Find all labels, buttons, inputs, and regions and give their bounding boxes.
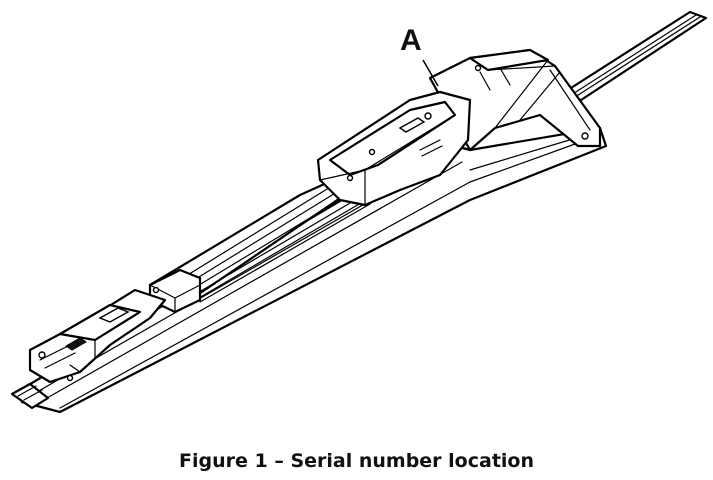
rear-rail-extension <box>558 10 708 104</box>
rear-bracket-frame <box>428 48 602 152</box>
callout-label: A <box>400 24 422 57</box>
callout-leader-line <box>422 59 439 87</box>
rail-assembly-drawing <box>10 10 708 414</box>
front-slide-assembly <box>28 288 167 384</box>
upper-carriage <box>316 90 472 207</box>
front-rail-tip <box>10 382 50 410</box>
main-base-rail <box>18 126 608 414</box>
extrusion-body <box>148 166 374 304</box>
figure-caption: Figure 1 – Serial number location <box>179 450 534 472</box>
